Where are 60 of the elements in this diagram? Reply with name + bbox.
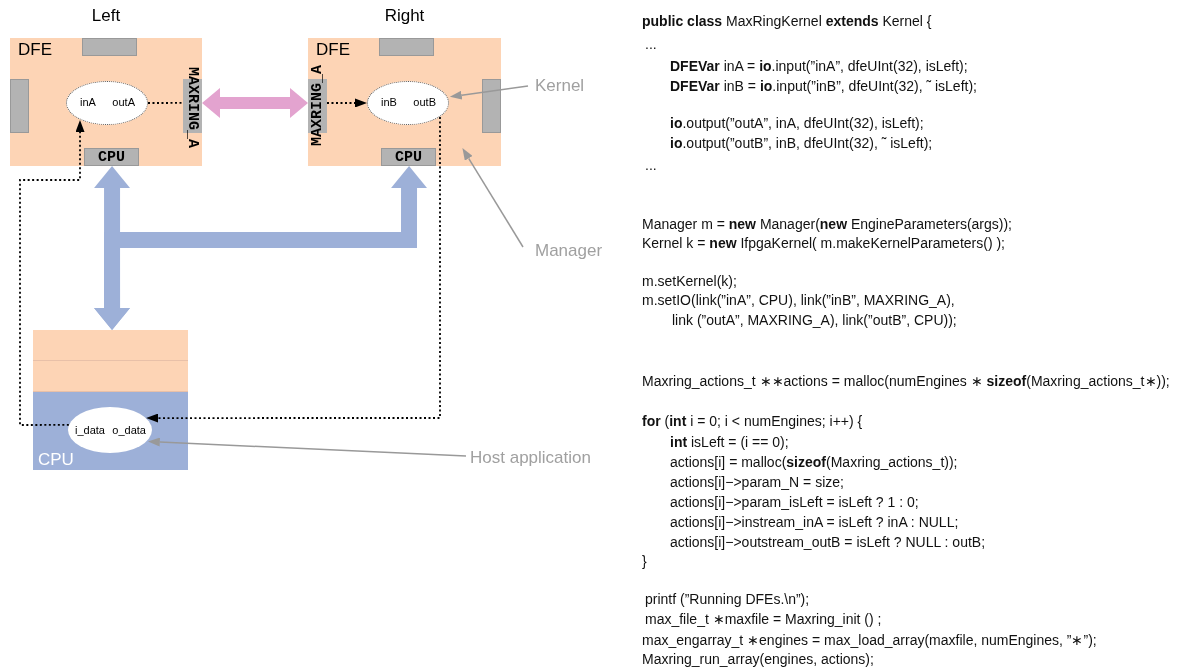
cpu-port: [84, 148, 139, 166]
code-line: int isLeft = (i == 0);: [670, 434, 789, 450]
port-label: MAXRING_A: [183, 66, 202, 151]
code-line: DFEVar inA = io.input(”inA”, dfeUInt(32), isLeft);: [670, 58, 968, 74]
code-line: m.setKernel(k);: [642, 273, 737, 289]
code-line: actions[i]−>param_N = size;: [670, 474, 844, 490]
arrow: [326, 98, 367, 108]
code-line: io.output(”outA”, inA, dfeUInt(32), isLeft);: [670, 115, 924, 131]
port-name: o_data: [112, 424, 146, 436]
arrow: [19, 120, 85, 426]
code-line: actions[i]−>instream_inA = isLeft ? inA : NULL;: [670, 514, 959, 530]
cpu-port: [381, 148, 436, 166]
leader-line: [449, 85, 529, 100]
code-line: }: [642, 553, 647, 569]
port-bar: [82, 38, 137, 56]
leader-line: [147, 437, 467, 457]
code-line: ...: [645, 157, 657, 173]
port-bar: [10, 79, 29, 133]
arrow: [146, 116, 441, 423]
leader-line: [462, 148, 524, 248]
port-bar: [379, 38, 434, 56]
board-title: DFE: [18, 40, 52, 60]
code-line: Kernel k = new IfpgaKernel( m.makeKernelParameters() );: [642, 235, 1005, 251]
code-line: io.output(”outB”, inB, dfeUInt(32), ˜ isLeft);: [670, 135, 933, 151]
port-bar: [482, 79, 501, 133]
double-arrow: [94, 166, 428, 330]
code-line: Maxring_run_array(engines, actions);: [642, 651, 874, 667]
board-caption: Right: [383, 6, 426, 26]
layer-band: [33, 361, 188, 392]
code-line: actions[i]−>param_isLeft = isLeft ? 1 : 0;: [670, 494, 919, 510]
code-line: ...: [645, 36, 657, 52]
port-label: CPU: [97, 149, 126, 166]
board-caption: Left: [90, 6, 122, 26]
host-app-ellipse: [68, 407, 152, 453]
port-name: outA: [112, 96, 135, 108]
layer-band: [33, 330, 188, 361]
port-name: outB: [413, 96, 436, 108]
callout-text: Kernel: [535, 76, 585, 95]
code-line: public class MaxRingKernel extends Kernel {: [642, 13, 932, 29]
double-arrow: [202, 87, 308, 118]
code-line: for (int i = 0; i < numEngines; i++) {: [642, 413, 863, 429]
callout-text: Manager: [535, 241, 603, 260]
port-name: i_data: [75, 424, 105, 436]
code-line: max_engarray_t ∗engines = max_load_array(maxfile, numEngines, ”∗”);: [642, 632, 1097, 648]
box-title: CPU: [38, 450, 74, 470]
code-line: Manager m = new Manager(new EngineParameters(args));: [642, 216, 1012, 232]
board-title: DFE: [316, 40, 350, 60]
callout-text: Host application: [470, 448, 591, 467]
code-line: DFEVar inB = io.input(”inB”, dfeUInt(32), ˜ isLeft);: [670, 78, 977, 94]
code-line: Maxring_actions_t ∗∗actions = malloc(numEngines ∗ sizeof(Maxring_actions_t∗));: [642, 373, 1170, 389]
code-line: link (”outA”, MAXRING_A), link(”outB”, CPU));: [672, 312, 957, 328]
port-name: inB: [381, 96, 397, 108]
code-line: printf (”Running DFEs.\n”);: [645, 591, 810, 607]
code-line: max_file_t ∗maxfile = Maxring_init () ;: [645, 611, 882, 627]
cpu-box: [33, 392, 188, 470]
code-line: actions[i] = malloc(sizeof(Maxring_actions_t));: [670, 454, 958, 470]
port-label: CPU: [394, 149, 423, 166]
code-line: actions[i]−>outstream_outB = isLeft ? NULL : outB;: [670, 534, 986, 550]
port-name: inA: [80, 96, 96, 108]
code-line: m.setIO(link(”inA”, CPU), link(”inB”, MAXRING_A),: [642, 292, 955, 308]
